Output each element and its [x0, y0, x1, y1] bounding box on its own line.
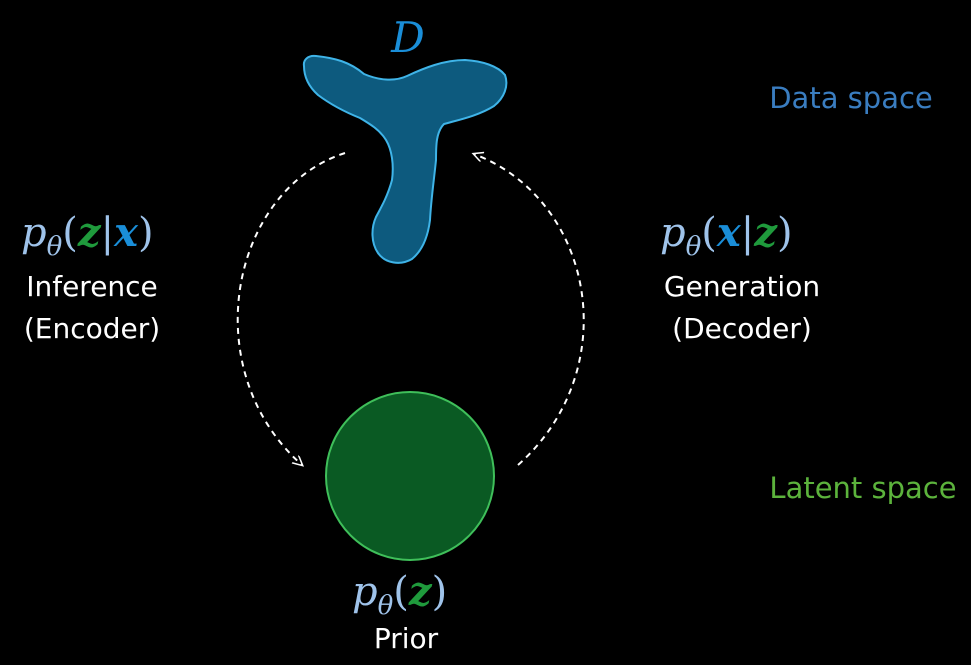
prior-formula-theta: θ — [378, 591, 394, 621]
decoder-formula-x: x — [716, 209, 742, 256]
decoder-formula-bar: | — [741, 210, 754, 256]
svg-text:pθ(z): pθ(z) — [352, 568, 447, 621]
prior-distribution-circle — [325, 391, 495, 561]
dataset-symbol: D — [390, 13, 425, 62]
encoder-formula-theta: θ — [47, 232, 63, 262]
data-space-label: Data space — [769, 81, 933, 115]
encoder-formula-x: x — [113, 209, 139, 256]
encoder-formula-z: z — [77, 209, 102, 256]
decoder-caption-line1: Generation — [664, 270, 820, 303]
prior-formula-close: ) — [432, 569, 448, 615]
encoder-caption-line1: Inference — [26, 270, 158, 303]
encoder-formula: pθ(z|x) — [21, 209, 154, 262]
prior-formula-open: ( — [393, 569, 409, 615]
encoder-formula-p: p — [21, 210, 47, 256]
svg-text:pθ(z|x): pθ(z|x) — [21, 209, 154, 262]
decoder-formula: pθ(x|z) — [660, 209, 793, 262]
prior-caption: Prior — [374, 622, 439, 655]
encoder-formula-open: ( — [62, 210, 78, 256]
decoder-arrow — [474, 154, 585, 466]
decoder-formula-theta: θ — [686, 232, 702, 262]
svg-text:pθ(x|z): pθ(x|z) — [660, 209, 793, 262]
decoder-formula-z: z — [753, 209, 778, 256]
prior-formula: pθ(z) — [352, 568, 447, 621]
encoder-caption-line2: (Encoder) — [24, 312, 160, 345]
decoder-formula-p: p — [660, 210, 686, 256]
encoder-arrow — [236, 152, 346, 465]
encoder-formula-close: ) — [138, 210, 154, 256]
decoder-caption-line2: (Decoder) — [672, 312, 812, 345]
prior-formula-z: z — [408, 568, 433, 615]
latent-space-label: Latent space — [769, 471, 956, 505]
encoder-formula-bar: | — [101, 210, 114, 256]
decoder-formula-open: ( — [701, 210, 717, 256]
data-distribution-blob — [302, 54, 508, 264]
decoder-formula-close: ) — [777, 210, 793, 256]
prior-formula-p: p — [352, 569, 378, 615]
